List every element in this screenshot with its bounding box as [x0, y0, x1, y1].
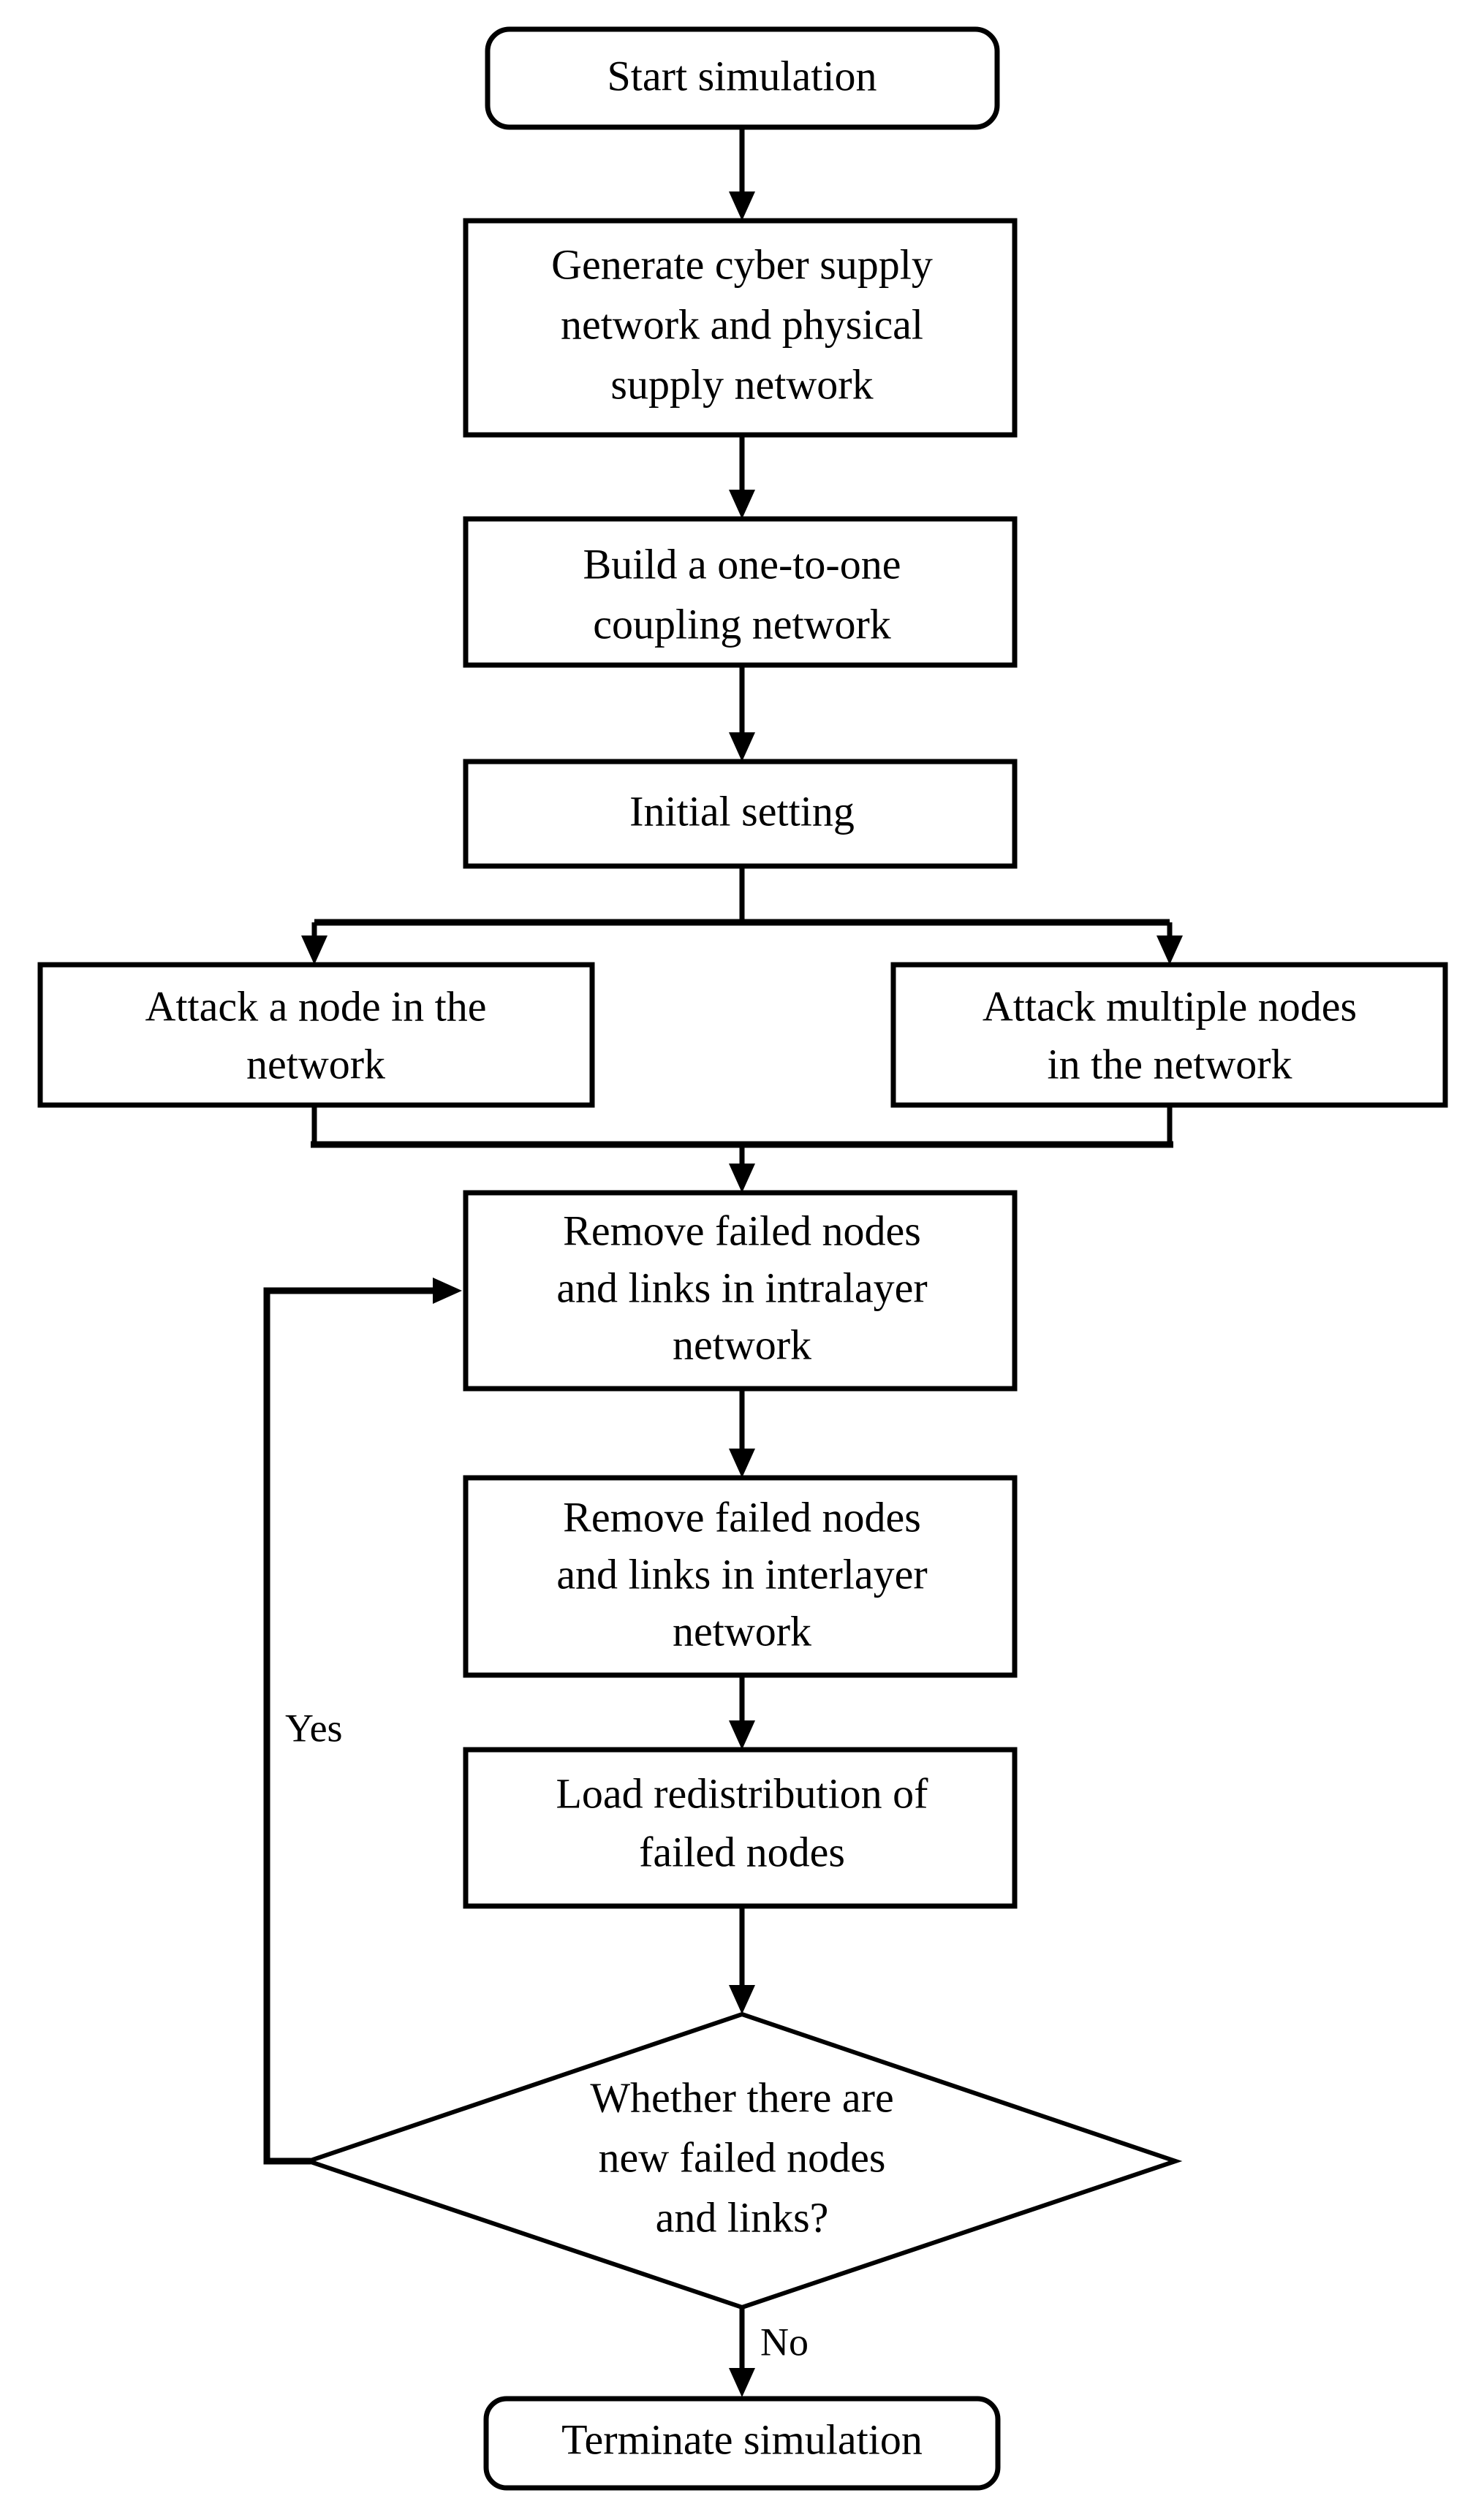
generate-label-line-0: Generate cyber supply — [551, 240, 933, 288]
node-start[interactable]: Start simulation — [485, 26, 1000, 130]
edge-start-to-generate — [729, 127, 755, 221]
decision-label-line-1: new failed nodes — [599, 2133, 886, 2181]
edge-interlayer-to-load — [729, 1675, 755, 1750]
generate-shape[interactable] — [463, 218, 1018, 438]
generate-label-line-2: supply network — [610, 360, 873, 408]
remove-intralayer-label-line-0: Remove failed nodes — [563, 1207, 921, 1254]
node-initial[interactable]: Initial setting — [463, 759, 1018, 869]
start-label-line-0: Start simulation — [607, 52, 877, 99]
remove-interlayer-shape[interactable] — [463, 1475, 1018, 1678]
initial-label-line-0: Initial setting — [629, 787, 855, 835]
attack-single-label-line-0: Attack a node in the — [145, 982, 486, 1030]
edge-label-no: No — [760, 2320, 809, 2364]
remove-interlayer-label-line-1: and links in interlayer — [556, 1550, 927, 1598]
attack-multiple-shape[interactable] — [890, 962, 1448, 1108]
node-attack-multiple[interactable]: Attack multiple nodes in the network — [890, 962, 1448, 1108]
node-attack-single[interactable]: Attack a node in the network — [37, 962, 595, 1108]
decision-label-line-2: and links? — [656, 2193, 829, 2241]
load-redistribution-label-line-1: failed nodes — [639, 1828, 845, 1875]
edge-split-to-attack-multiple — [1156, 922, 1183, 965]
node-remove-interlayer[interactable]: Remove failed nodes and links in interla… — [463, 1475, 1018, 1678]
build-shape[interactable] — [463, 516, 1018, 668]
edge-attacks-merge-bus — [311, 1105, 1173, 1193]
edge-load-to-decision — [729, 1906, 755, 2014]
edge-decision-yes-feedback — [263, 1278, 462, 2165]
generate-label-line-1: network and physical — [561, 300, 923, 348]
load-redistribution-shape[interactable] — [463, 1747, 1018, 1909]
edge-build-to-initial — [729, 665, 755, 762]
decision-label-line-0: Whether there are — [590, 2073, 893, 2121]
build-label-line-1: coupling network — [593, 600, 891, 648]
edge-label-yes: Yes — [285, 1706, 343, 1750]
node-remove-intralayer[interactable]: Remove failed nodes and links in intrala… — [463, 1190, 1018, 1392]
load-redistribution-label-line-0: Load redistribution of — [556, 1769, 928, 1817]
node-decision[interactable]: Whether there are new failed nodes and l… — [301, 2011, 1183, 2310]
attack-multiple-label-line-0: Attack multiple nodes — [983, 982, 1357, 1030]
terminate-label-line-0: Terminate simulation — [561, 2415, 923, 2463]
start-shape[interactable] — [485, 26, 1000, 130]
attack-multiple-label-line-1: in the network — [1047, 1040, 1292, 1088]
node-terminate[interactable]: Terminate simulation — [483, 2396, 1001, 2491]
edge-generate-to-build — [729, 435, 755, 519]
terminate-shape[interactable] — [483, 2396, 1001, 2491]
node-load-redistribution[interactable]: Load redistribution of failed nodes — [463, 1747, 1018, 1909]
node-generate[interactable]: Generate cyber supply network and physic… — [463, 218, 1018, 438]
attack-single-label-line-1: network — [246, 1040, 385, 1088]
remove-intralayer-label-line-1: and links in intralayer — [556, 1264, 927, 1311]
edge-intralayer-to-interlayer — [729, 1389, 755, 1478]
remove-intralayer-label-line-2: network — [673, 1321, 811, 1368]
initial-shape[interactable] — [463, 759, 1018, 869]
remove-interlayer-label-line-0: Remove failed nodes — [563, 1493, 921, 1541]
attack-single-shape[interactable] — [37, 962, 595, 1108]
remove-interlayer-label-line-2: network — [673, 1607, 811, 1655]
decision-shape[interactable] — [301, 2011, 1183, 2310]
edge-initial-to-split-bus — [314, 866, 1170, 926]
edge-split-to-attack-single — [301, 922, 328, 965]
build-label-line-0: Build a one-to-one — [583, 540, 901, 588]
remove-intralayer-shape[interactable] — [463, 1190, 1018, 1392]
edge-decision-no-to-terminate — [729, 2306, 755, 2397]
node-build[interactable]: Build a one-to-one coupling network — [463, 516, 1018, 668]
